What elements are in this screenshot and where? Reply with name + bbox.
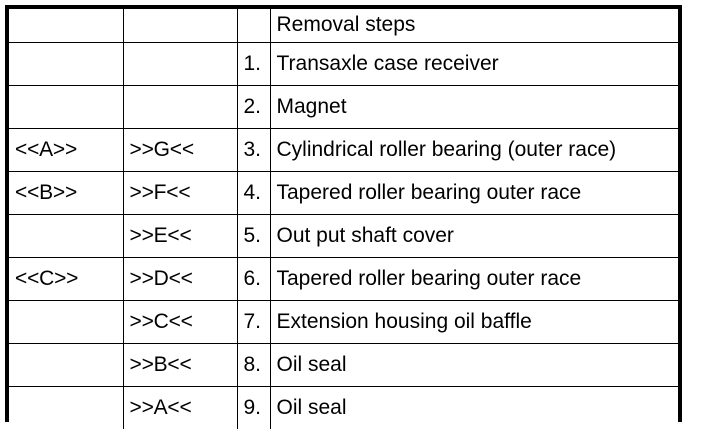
table-row: <<C>> >>D<< 6. Tapered roller bearing ou… — [9, 257, 678, 301]
cell-mark-b: >>A<< — [122, 386, 238, 429]
cell-step-description: Cylindrical roller bearing (outer race) — [269, 128, 678, 172]
cell-mark-a: <<A>> — [9, 128, 124, 172]
cell-mark-b: >>F<< — [122, 171, 238, 215]
cell-mark-a — [9, 214, 124, 258]
cell-step-description: Magnet — [269, 85, 678, 129]
cell-step-number: 6. — [236, 257, 271, 301]
table-row: >>B<< 8. Oil seal — [9, 343, 678, 387]
table-row: 1. Transaxle case receiver — [9, 42, 678, 86]
table-row: >>C<< 7. Extension housing oil baffle — [9, 300, 678, 344]
cell-step-description: Oil seal — [269, 343, 678, 387]
cell-step-number: 3. — [236, 128, 271, 172]
cell-step-number: 5. — [236, 214, 271, 258]
table-row: <<A>> >>G<< 3. Cylindrical roller bearin… — [9, 128, 678, 172]
header-cell-description: Removal steps — [269, 9, 678, 43]
cell-step-description: Tapered roller bearing outer race — [269, 257, 678, 301]
cell-mark-a: <<C>> — [9, 257, 124, 301]
cell-mark-a — [9, 42, 124, 86]
cell-mark-a: <<B>> — [9, 171, 124, 215]
cell-step-description: Tapered roller bearing outer race — [269, 171, 678, 215]
cell-mark-a — [9, 343, 124, 387]
removal-steps-table: Removal steps 1. Transaxle case receiver… — [9, 9, 678, 429]
cell-mark-b: >>D<< — [122, 257, 238, 301]
cell-step-description: Transaxle case receiver — [269, 42, 678, 86]
cell-mark-b — [122, 42, 238, 86]
header-cell-mark-b — [122, 9, 238, 43]
cell-step-number: 1. — [236, 42, 271, 86]
cell-mark-a — [9, 386, 124, 429]
cell-mark-b: >>C<< — [122, 300, 238, 344]
cell-mark-a — [9, 300, 124, 344]
cell-step-description: Out put shaft cover — [269, 214, 678, 258]
table-row: 2. Magnet — [9, 85, 678, 129]
table-header-row: Removal steps — [9, 9, 678, 43]
cell-mark-b: >>E<< — [122, 214, 238, 258]
cell-mark-a — [9, 85, 124, 129]
cell-mark-b: >>B<< — [122, 343, 238, 387]
cell-step-number: 7. — [236, 300, 271, 344]
cell-mark-b: >>G<< — [122, 128, 238, 172]
cell-step-description: Extension housing oil baffle — [269, 300, 678, 344]
removal-steps-table-container: Removal steps 1. Transaxle case receiver… — [5, 5, 682, 429]
cell-mark-b — [122, 85, 238, 129]
table-body: Removal steps 1. Transaxle case receiver… — [9, 9, 678, 429]
cell-step-number: 8. — [236, 343, 271, 387]
cell-step-description: Oil seal — [269, 386, 678, 429]
table-row: >>A<< 9. Oil seal — [9, 386, 678, 429]
header-cell-number — [236, 9, 271, 43]
table-row: <<B>> >>F<< 4. Tapered roller bearing ou… — [9, 171, 678, 215]
cell-step-number: 9. — [236, 386, 271, 429]
cell-step-number: 4. — [236, 171, 271, 215]
cell-step-number: 2. — [236, 85, 271, 129]
header-cell-mark-a — [9, 9, 124, 43]
table-row: >>E<< 5. Out put shaft cover — [9, 214, 678, 258]
